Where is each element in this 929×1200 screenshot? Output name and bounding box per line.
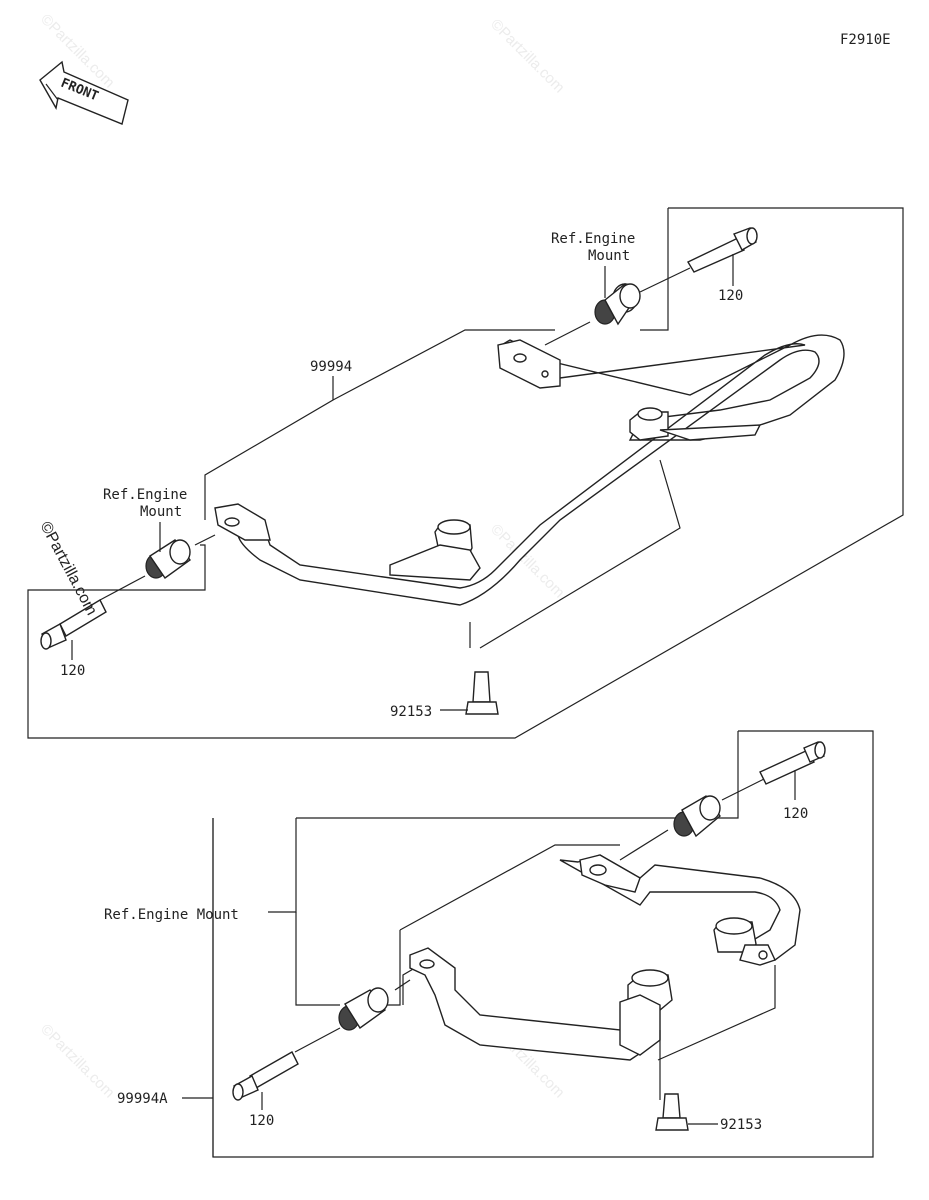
- watermark: ©Partzilla.com: [487, 521, 568, 602]
- lower-top-engine-mount: [619, 795, 721, 861]
- upper-assembly: Ref.Engine Mount 120 99994 Ref.Engine Mo…: [27, 207, 904, 739]
- watermark: ©Partzilla.com: [36, 519, 100, 618]
- upper-small-bolt: [465, 671, 499, 715]
- upper-left-bolt: [40, 599, 107, 650]
- lower-top-bolt: [759, 741, 826, 785]
- upper-bolt-top-label: 120: [718, 288, 743, 304]
- lower-assembly-number: 99994A: [117, 1091, 168, 1107]
- upper-assembly-number: 99994: [310, 359, 352, 375]
- figure-code: F2910E: [840, 32, 891, 48]
- upper-bolt-left-label: 120: [60, 663, 85, 679]
- upper-ref-engine-mount-top-1: Ref.Engine: [551, 231, 635, 247]
- watermark: ©Partzilla.com: [487, 16, 568, 97]
- upper-ref-engine-mount-left-2: Mount: [140, 504, 182, 520]
- upper-top-engine-mount: [544, 283, 641, 346]
- lower-bolt-left-label: 120: [249, 1113, 274, 1129]
- upper-rear-bar: [223, 334, 845, 606]
- lower-bolt-top-label: 120: [783, 806, 808, 822]
- upper-ref-engine-mount-top-2: Mount: [588, 248, 630, 264]
- upper-callout-outline: [27, 207, 904, 739]
- lower-left-bolt: [232, 1051, 299, 1101]
- upper-left-engine-mount: [145, 534, 216, 579]
- upper-top-bolt: [687, 227, 758, 273]
- lower-ref-engine-mount: Ref.Engine Mount: [104, 907, 239, 923]
- watermark: ©Partzilla.com: [37, 1021, 118, 1102]
- lower-assembly: 120 Ref.Engine Mount 99994A 120 92153: [104, 730, 874, 1158]
- watermarks: ©Partzilla.com ©Partzilla.com ©Partzilla…: [37, 11, 568, 1102]
- upper-small-bolt-label: 92153: [390, 704, 432, 720]
- lower-small-bolt-label: 92153: [720, 1117, 762, 1133]
- lower-left-engine-mount: [338, 979, 411, 1031]
- front-arrow-icon: FRONT: [39, 60, 129, 125]
- upper-ref-engine-mount-left-1: Ref.Engine: [103, 487, 187, 503]
- lower-small-bolt: [655, 1093, 689, 1131]
